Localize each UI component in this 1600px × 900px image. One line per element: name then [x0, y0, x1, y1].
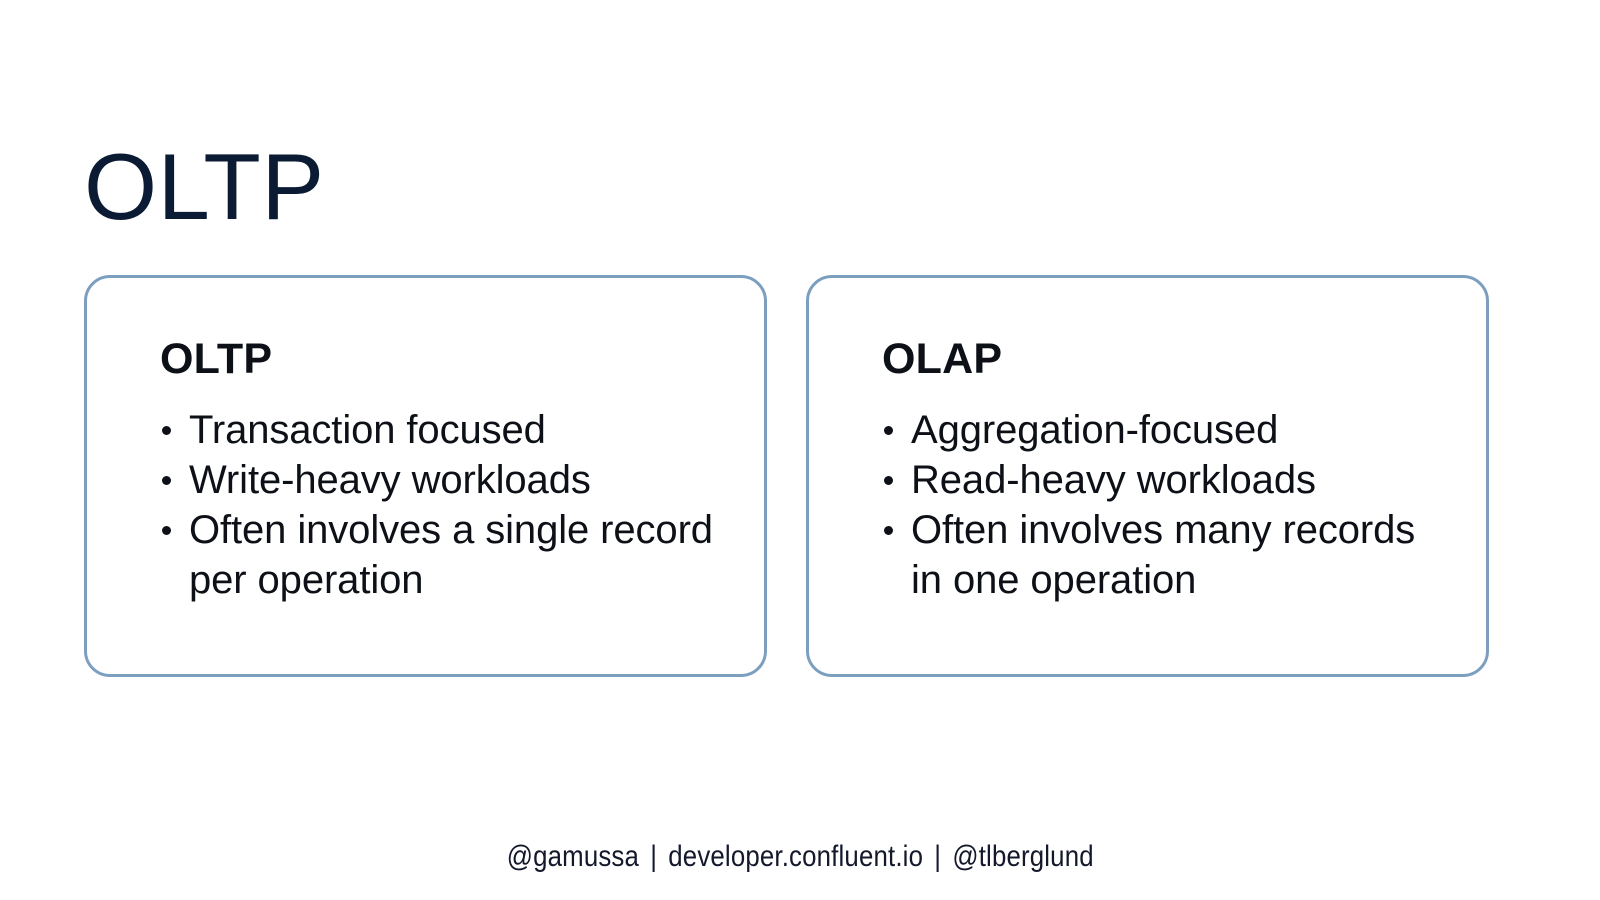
- card-olap-bullet-list: Aggregation-focused Read-heavy workloads…: [882, 405, 1452, 605]
- footer-separator: |: [934, 840, 941, 873]
- bullet-dot-icon: [884, 476, 893, 485]
- slide-footer: @gamussa | developer.confluent.io | @tlbergl…: [0, 838, 1600, 876]
- list-item-label: Often involves many records in one opera…: [911, 508, 1416, 602]
- list-item-label: Read-heavy workloads: [911, 458, 1316, 502]
- footer-handle-left: @gamussa: [506, 840, 639, 873]
- bullet-dot-icon: [884, 526, 893, 535]
- list-item: Often involves many records in one opera…: [882, 505, 1452, 605]
- footer-site-link[interactable]: developer.confluent.io: [668, 840, 923, 873]
- footer-credits: @gamussa | developer.confluent.io | @tlbergl…: [507, 838, 1094, 876]
- footer-handle-right: @tlberglund: [952, 840, 1094, 873]
- card-olap: OLAP Aggregation-focused Read-heavy work…: [806, 275, 1489, 677]
- bullet-dot-icon: [162, 426, 171, 435]
- card-olap-heading: OLAP: [882, 335, 1003, 383]
- card-oltp-bullet-list: Transaction focused Write-heavy workload…: [160, 405, 730, 605]
- bullet-dot-icon: [162, 476, 171, 485]
- comparison-cards: OLTP Transaction focused Write-heavy wor…: [84, 275, 1489, 677]
- card-oltp: OLTP Transaction focused Write-heavy wor…: [84, 275, 767, 677]
- list-item-label: Aggregation-focused: [911, 408, 1279, 452]
- footer-separator: |: [649, 840, 657, 873]
- bullet-dot-icon: [162, 526, 171, 535]
- bullet-dot-icon: [884, 426, 893, 435]
- list-item: Write-heavy workloads: [160, 455, 730, 505]
- list-item: Transaction focused: [160, 405, 730, 455]
- list-item-label: Write-heavy workloads: [189, 458, 591, 502]
- page-title: OLTP: [84, 133, 325, 239]
- list-item-label: Often involves a single record per opera…: [189, 508, 713, 602]
- list-item: Aggregation-focused: [882, 405, 1452, 455]
- list-item: Often involves a single record per opera…: [160, 505, 730, 605]
- list-item-label: Transaction focused: [189, 408, 546, 452]
- list-item: Read-heavy workloads: [882, 455, 1452, 505]
- card-oltp-heading: OLTP: [160, 335, 273, 383]
